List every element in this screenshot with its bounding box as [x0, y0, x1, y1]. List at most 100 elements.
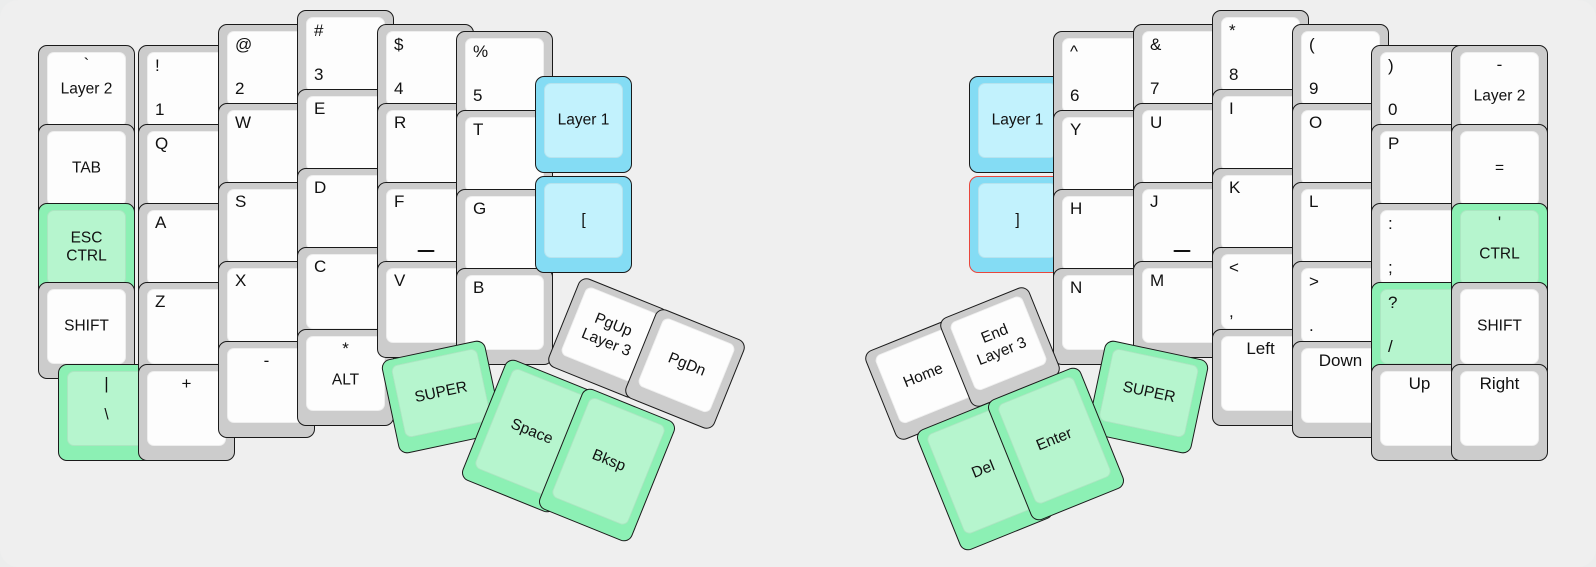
key-primary-legend: Layer 1 [557, 111, 610, 129]
key-primary-legend: G [473, 199, 487, 218]
keycap: Up [1380, 371, 1459, 446]
key-shifted-legend: | [104, 374, 109, 393]
key-shifted-legend: ( [1309, 35, 1315, 54]
keycap: A [147, 210, 226, 285]
keycap: Y [1062, 117, 1141, 192]
key-r-c0-r1[interactable]: ] [969, 176, 1066, 273]
key-primary-legend: T [473, 120, 484, 139]
key-primary-legend: W [235, 113, 252, 132]
keycap: ] [978, 183, 1057, 258]
keycap: S [227, 189, 306, 264]
key-l-c2-r4[interactable]: - [218, 341, 315, 438]
keycap: PgDn [636, 316, 737, 415]
key-shifted-legend: ' [1497, 213, 1502, 232]
key-primary-legend: 7 [1150, 79, 1160, 98]
key-primary-legend: Enter [1033, 424, 1075, 455]
key-primary-legend: Bksp [589, 446, 628, 475]
key-primary-legend: + [181, 374, 192, 393]
keycap: X [227, 268, 306, 343]
key-primary-legend: 4 [394, 79, 404, 98]
key-primary-legend: K [1229, 178, 1241, 197]
homing-bar-icon [417, 250, 434, 252]
keycap: (9 [1301, 31, 1380, 106]
key-l-c6-r0[interactable]: Layer 1 [535, 76, 632, 173]
key-primary-legend: Right [1479, 374, 1520, 393]
key-l-c6-r1[interactable]: [ [535, 176, 632, 273]
key-r-c0-r0[interactable]: Layer 1 [969, 76, 1066, 173]
key-shifted-legend: < [1229, 258, 1239, 277]
keycap: B [465, 275, 544, 350]
key-shifted-legend: % [473, 42, 489, 61]
key-primary-legend: Q [155, 134, 169, 153]
keycap: Right [1460, 371, 1539, 446]
keycap: )0 [1380, 52, 1459, 127]
keycap: TAB [47, 131, 126, 206]
keycap: ^6 [1062, 38, 1141, 113]
keycap: L [1301, 189, 1380, 264]
keycap: O [1301, 110, 1380, 185]
keycap: >. [1301, 268, 1380, 343]
keycap: G [465, 196, 544, 271]
keycap: M [1142, 268, 1221, 343]
keycap: Layer 1 [544, 83, 623, 158]
key-r-c6-r4[interactable]: Right [1451, 364, 1548, 461]
keycap: F [386, 189, 465, 264]
key-primary-legend: SUPER [1121, 378, 1177, 407]
key-primary-legend: Left [1246, 339, 1275, 358]
keycap: N [1062, 275, 1141, 350]
keycap: R [386, 110, 465, 185]
key-shifted-legend: & [1150, 35, 1162, 54]
key-shifted-legend: ^ [1070, 42, 1078, 61]
key-primary-legend: M [1150, 271, 1165, 290]
keycap: = [1460, 131, 1539, 206]
key-primary-legend: P [1388, 134, 1400, 153]
key-shifted-legend: ! [155, 56, 160, 75]
key-primary-legend: 8 [1229, 65, 1239, 84]
keycap: ESC CTRL [47, 210, 126, 285]
keycap: J [1142, 189, 1221, 264]
keycap: Z [147, 289, 226, 364]
key-primary-legend: 3 [314, 65, 324, 84]
key-primary-legend: Layer 2 [60, 80, 113, 98]
key-primary-legend: End Layer 3 [974, 320, 1029, 369]
keycap: $4 [386, 31, 465, 106]
key-shifted-legend: ) [1388, 56, 1394, 75]
key-primary-legend: I [1229, 99, 1234, 118]
keycap: 'CTRL [1460, 210, 1539, 285]
keycap: I [1221, 96, 1300, 171]
key-primary-legend: H [1070, 199, 1083, 218]
key-primary-legend: \ [104, 406, 109, 424]
key-primary-legend: L [1309, 192, 1319, 211]
key-primary-legend: SHIFT [1477, 317, 1522, 335]
keycap: + [147, 371, 226, 446]
keycap: #3 [306, 17, 385, 92]
keycap: K [1221, 175, 1300, 250]
key-primary-legend: ALT [331, 371, 360, 389]
keycap: Q [147, 131, 226, 206]
keycap: Left [1221, 336, 1300, 411]
key-primary-legend: , [1229, 302, 1234, 321]
key-r-c6-r3[interactable]: SHIFT [1451, 282, 1548, 379]
key-primary-legend: B [473, 278, 485, 297]
keycap: End Layer 3 [948, 294, 1049, 393]
keycap: <, [1221, 254, 1300, 329]
key-primary-legend: 6 [1070, 86, 1080, 105]
key-primary-legend: Up [1408, 374, 1431, 393]
key-shifted-legend: # [314, 21, 324, 40]
keycap: *8 [1221, 17, 1300, 92]
key-l-c0-r3[interactable]: SHIFT [38, 282, 135, 379]
key-primary-legend: Layer 2 [1473, 87, 1526, 105]
key-primary-legend: Z [155, 292, 166, 311]
key-primary-legend: [ [581, 211, 586, 229]
keycap: SUPER [390, 347, 492, 439]
keycap: !1 [147, 52, 226, 127]
key-primary-legend: ESC CTRL [66, 228, 107, 265]
key-primary-legend: 5 [473, 86, 483, 105]
keycap: SUPER [1098, 347, 1200, 439]
keycap: W [227, 110, 306, 185]
keycap: V [386, 268, 465, 343]
keycap: U [1142, 110, 1221, 185]
homing-bar-icon [1173, 250, 1190, 252]
key-primary-legend: 2 [235, 79, 245, 98]
